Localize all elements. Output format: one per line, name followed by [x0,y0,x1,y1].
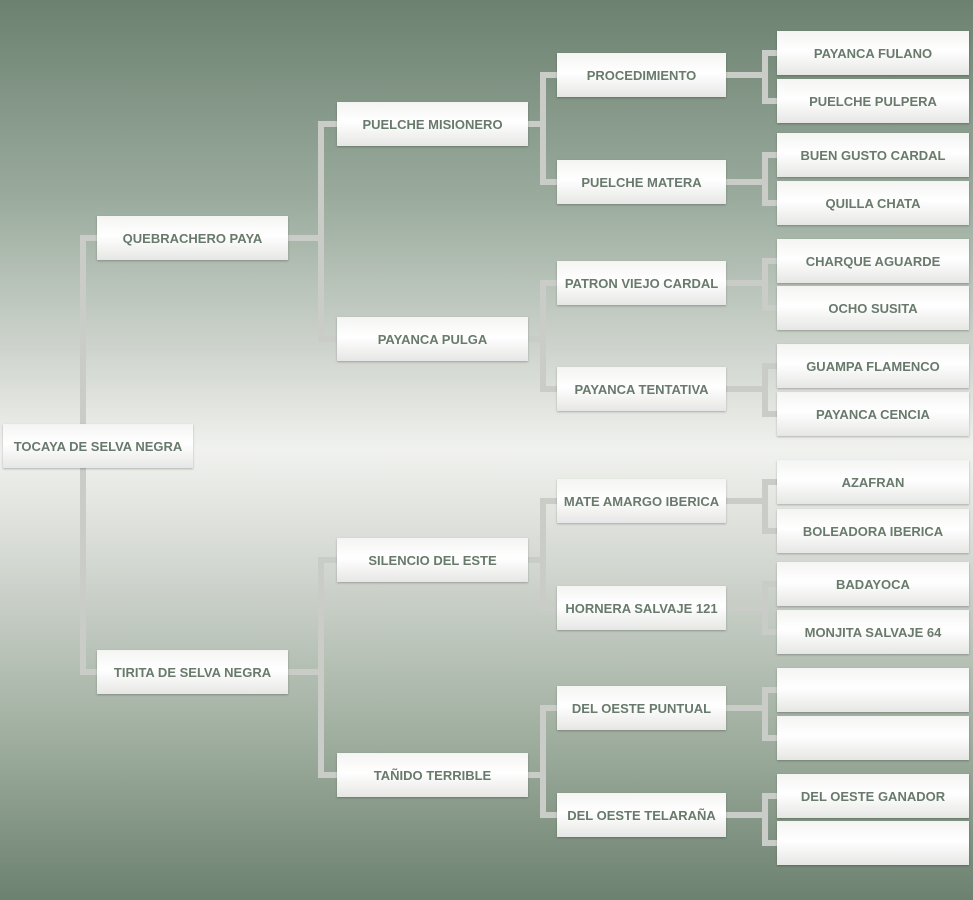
connector-line [726,386,768,392]
connector-line [762,200,777,206]
connector-line [540,72,546,185]
connector-line [762,793,768,846]
connector-line [726,280,768,286]
connector-line [540,498,546,611]
connector-line [726,498,768,504]
great-grandparent-box[interactable]: HORNERA SALVAJE 121 [557,586,726,630]
connector-line [318,772,337,778]
great-great-grandparent-box[interactable]: PAYANCA CENCIA [777,392,969,436]
connector-line [540,386,557,392]
connector-line [762,50,777,56]
connector-line [528,772,546,778]
connector-line [762,98,777,104]
connector-line [762,305,777,311]
great-great-grandparent-box[interactable]: GUAMPA FLAMENCO [777,344,969,388]
great-great-grandparent-box[interactable]: BUEN GUSTO CARDAL [777,133,969,177]
grandparent-box[interactable]: PUELCHE MISIONERO [337,102,528,146]
connector-line [528,336,546,342]
connector-line [762,687,768,741]
connector-line [726,605,768,611]
great-grandparent-box[interactable]: DEL OESTE PUNTUAL [557,686,726,730]
connector-line [540,179,557,185]
great-grandparent-box[interactable]: DEL OESTE TELARAÑA [557,793,726,837]
great-great-grandparent-box[interactable]: QUILLA CHATA [777,181,969,225]
great-grandparent-box[interactable]: PUELCHE MATERA [557,160,726,204]
great-great-grandparent-box[interactable]: MONJITA SALVAJE 64 [777,610,969,654]
grandparent-box[interactable]: PAYANCA PULGA [337,317,528,361]
great-great-grandparent-box[interactable]: OCHO SUSITA [777,286,969,330]
parent-box[interactable]: QUEBRACHERO PAYA [97,216,288,260]
connector-line [540,72,557,78]
connector-line [540,705,557,711]
connector-line [762,258,777,264]
great-grandparent-box[interactable]: MATE AMARGO IBERICA [557,479,726,523]
great-grandparent-box[interactable]: PROCEDIMIENTO [557,53,726,97]
grandparent-box[interactable]: TAÑIDO TERRIBLE [337,753,528,797]
connector-line [540,605,557,611]
connector-line [762,479,768,534]
connector-line [540,280,557,286]
connector-line [726,179,768,185]
connector-line [288,235,324,241]
great-great-grandparent-box[interactable]: PUELCHE PULPERA [777,79,969,123]
connector-line [762,735,777,741]
great-great-grandparent-box[interactable]: BADAYOCA [777,562,969,606]
connector-line [80,669,97,675]
connector-line [540,498,557,504]
great-grandparent-box[interactable]: PATRON VIEJO CARDAL [557,261,726,305]
connector-line [762,50,768,104]
great-great-grandparent-box[interactable]: CHARQUE AGUARDE [777,239,969,283]
great-grandparent-box[interactable]: PAYANCA TENTATIVA [557,367,726,411]
connector-line [762,152,777,158]
connector-line [762,629,777,635]
connector-line [288,669,324,675]
connector-line [528,557,546,563]
grandparent-box[interactable]: SILENCIO DEL ESTE [337,538,528,582]
connector-line [762,581,768,635]
connector-line [762,581,777,587]
great-great-grandparent-box[interactable] [777,668,969,712]
connector-line [318,121,337,127]
connector-line [762,793,777,799]
connector-line [528,121,546,127]
connector-line [762,411,777,417]
connector-line [762,152,768,206]
connector-line [726,705,768,711]
parent-box[interactable]: TIRITA DE SELVA NEGRA [97,650,288,694]
great-great-grandparent-box[interactable]: PAYANCA FULANO [777,31,969,75]
connector-line [762,363,768,417]
connector-line [318,557,337,563]
great-great-grandparent-box[interactable]: BOLEADORA IBERICA [777,509,969,553]
connector-line [318,336,337,342]
great-great-grandparent-box[interactable] [777,716,969,760]
connector-line [318,121,324,342]
connector-line [540,812,557,818]
connector-line [762,258,768,311]
connector-line [762,528,777,534]
great-great-grandparent-box[interactable]: DEL OESTE GANADOR [777,774,969,818]
great-great-grandparent-box[interactable]: AZAFRAN [777,460,969,504]
connector-line [80,235,97,241]
great-great-grandparent-box[interactable] [777,821,969,865]
subject-box[interactable]: TOCAYA DE SELVA NEGRA [3,424,193,468]
connector-line [762,687,777,693]
connector-line [540,280,546,392]
connector-line [762,363,777,369]
connector-line [726,72,768,78]
connector-line [318,557,324,778]
connector-line [726,812,768,818]
connector-line [762,840,777,846]
connector-line [762,479,777,485]
connector-line [540,705,546,818]
